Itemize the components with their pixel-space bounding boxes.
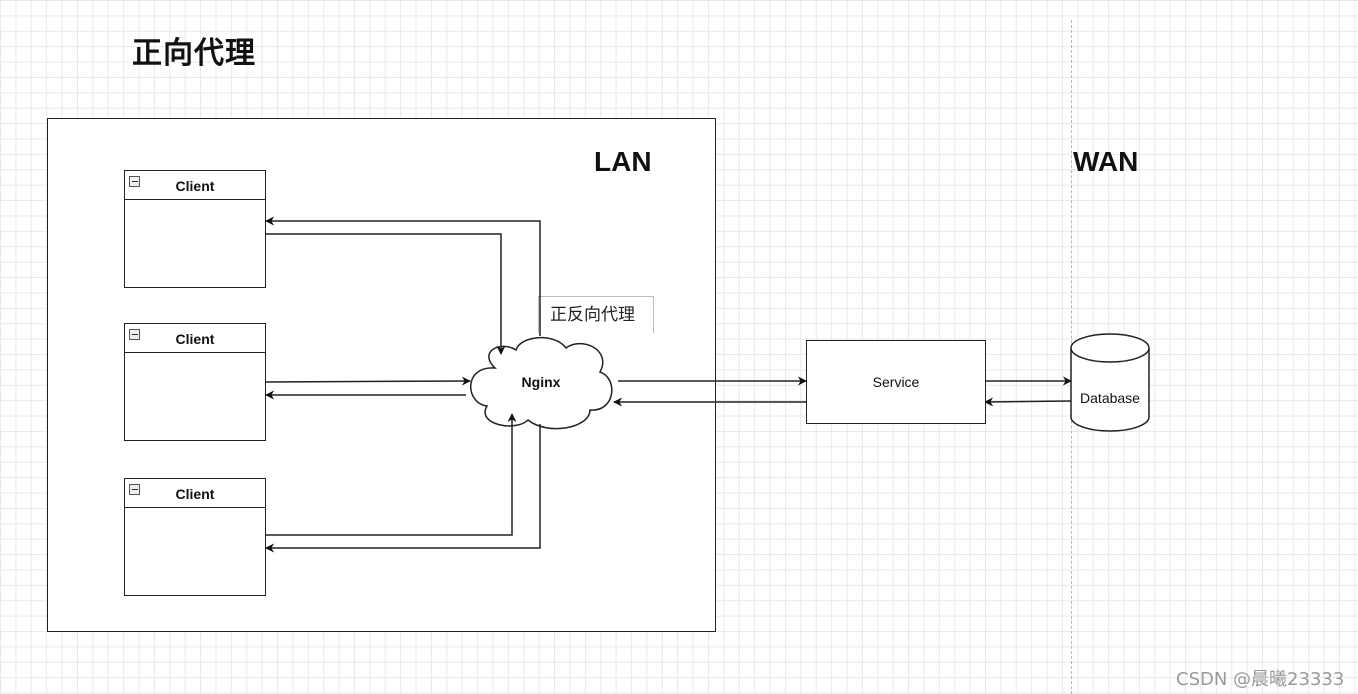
nginx-label: Nginx bbox=[521, 374, 561, 390]
collapse-icon[interactable] bbox=[129, 484, 140, 495]
edge-client2-to-nginx bbox=[265, 376, 471, 386]
edge-database-to-service bbox=[984, 397, 1072, 407]
edge-nginx-to-client3 bbox=[265, 424, 541, 553]
proxy-label-box: 正反向代理 bbox=[538, 296, 654, 333]
client-node-1[interactable]: Client bbox=[124, 170, 266, 288]
client-label: Client bbox=[175, 331, 215, 347]
edge-client3-to-nginx bbox=[266, 413, 517, 536]
client-header: Client bbox=[125, 171, 265, 200]
edge-nginx-to-client1 bbox=[265, 216, 541, 336]
client-header: Client bbox=[125, 324, 265, 353]
database-cylinder[interactable] bbox=[1070, 333, 1150, 432]
service-node[interactable]: Service bbox=[806, 340, 986, 424]
client-header: Client bbox=[125, 479, 265, 508]
collapse-icon[interactable] bbox=[129, 329, 140, 340]
page-title: 正向代理 bbox=[132, 36, 256, 71]
collapse-icon[interactable] bbox=[129, 176, 140, 187]
database-label: Database bbox=[1080, 390, 1140, 406]
wan-label: WAN bbox=[1073, 146, 1139, 177]
client-node-2[interactable]: Client bbox=[124, 323, 266, 441]
client-label: Client bbox=[175, 178, 215, 194]
client-label: Client bbox=[175, 486, 215, 502]
lan-label: LAN bbox=[594, 146, 652, 177]
client-node-3[interactable]: Client bbox=[124, 478, 266, 596]
watermark-text: CSDN @晨曦23333 bbox=[1176, 669, 1345, 690]
service-label: Service bbox=[872, 374, 920, 390]
nginx-cloud-shape[interactable] bbox=[470, 336, 613, 430]
edge-client1-to-nginx bbox=[266, 233, 506, 355]
